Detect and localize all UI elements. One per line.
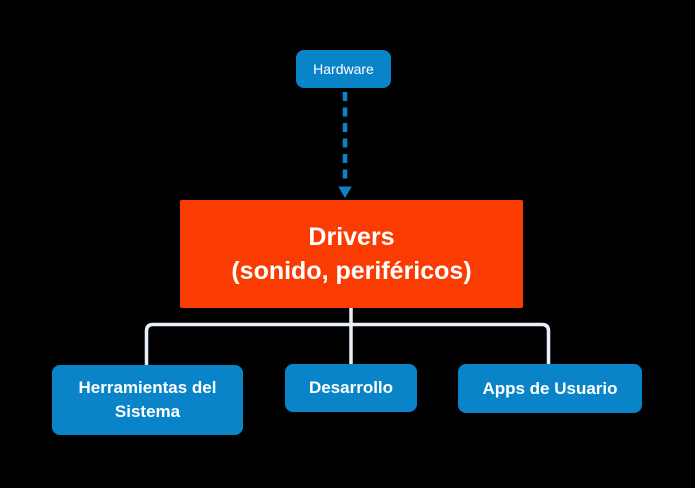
arrowhead-icon <box>338 186 352 198</box>
node-hardware-label: Hardware <box>313 61 374 77</box>
node-herramientas-del-sistema: Herramientas del Sistema <box>52 365 243 435</box>
node-desarrollo: Desarrollo <box>285 364 417 412</box>
node-desarrollo-label: Desarrollo <box>308 378 394 397</box>
node-apps-label: Apps de Usuario <box>482 378 618 398</box>
node-hardware: Hardware <box>296 50 391 88</box>
node-apps-de-usuario: Apps de Usuario <box>458 364 642 413</box>
tree-connector-branches <box>144 322 551 366</box>
node-drivers: Drivers (sonido, periféricos) <box>180 200 523 308</box>
node-drivers-subtitle: (sonido, periféricos) <box>231 257 472 285</box>
node-herramientas-label: Herramientas del Sistema <box>78 378 217 421</box>
node-drivers-title: Drivers <box>308 223 395 251</box>
